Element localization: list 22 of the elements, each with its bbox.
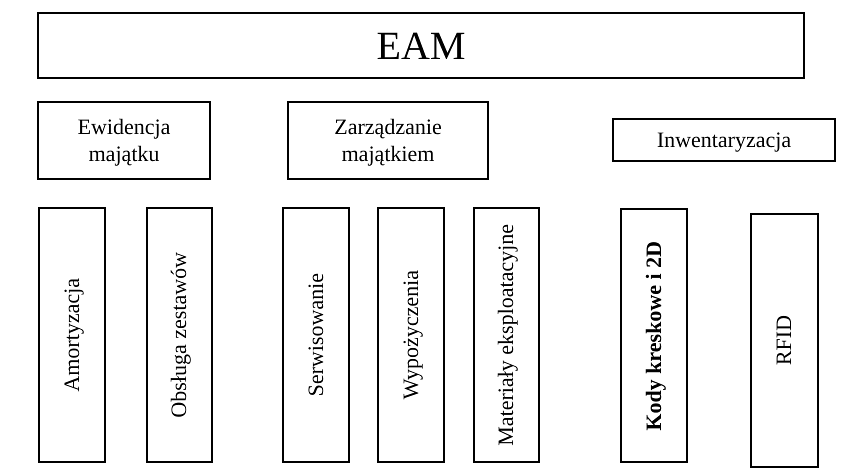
function-box	[750, 213, 819, 468]
box-label: Amortyzacja	[58, 278, 85, 392]
box-label: Obsługa zestawów	[166, 252, 192, 418]
box-label: Kody kreskowe i 2D	[640, 240, 667, 430]
module-box	[37, 101, 211, 180]
function-box	[146, 207, 213, 463]
function-box	[377, 207, 445, 463]
module-box	[612, 118, 836, 162]
function-box	[473, 207, 540, 463]
system-box	[37, 12, 805, 79]
function-box	[282, 207, 350, 463]
function-box	[620, 208, 688, 463]
module-box	[287, 101, 489, 180]
box-label: Wypożyczenia	[398, 270, 424, 400]
box-label: Materiały eksploatacyjne	[493, 224, 520, 446]
function-box	[38, 207, 106, 463]
box-label: Inwentaryzacja	[656, 126, 792, 154]
box-label: Serwisowanie	[302, 273, 329, 397]
box-label: Zarządzanie majątkiem	[333, 114, 443, 167]
box-label: Ewidencja majątku	[76, 114, 172, 167]
box-label: EAM	[376, 22, 466, 70]
box-label: RFID	[771, 315, 798, 366]
